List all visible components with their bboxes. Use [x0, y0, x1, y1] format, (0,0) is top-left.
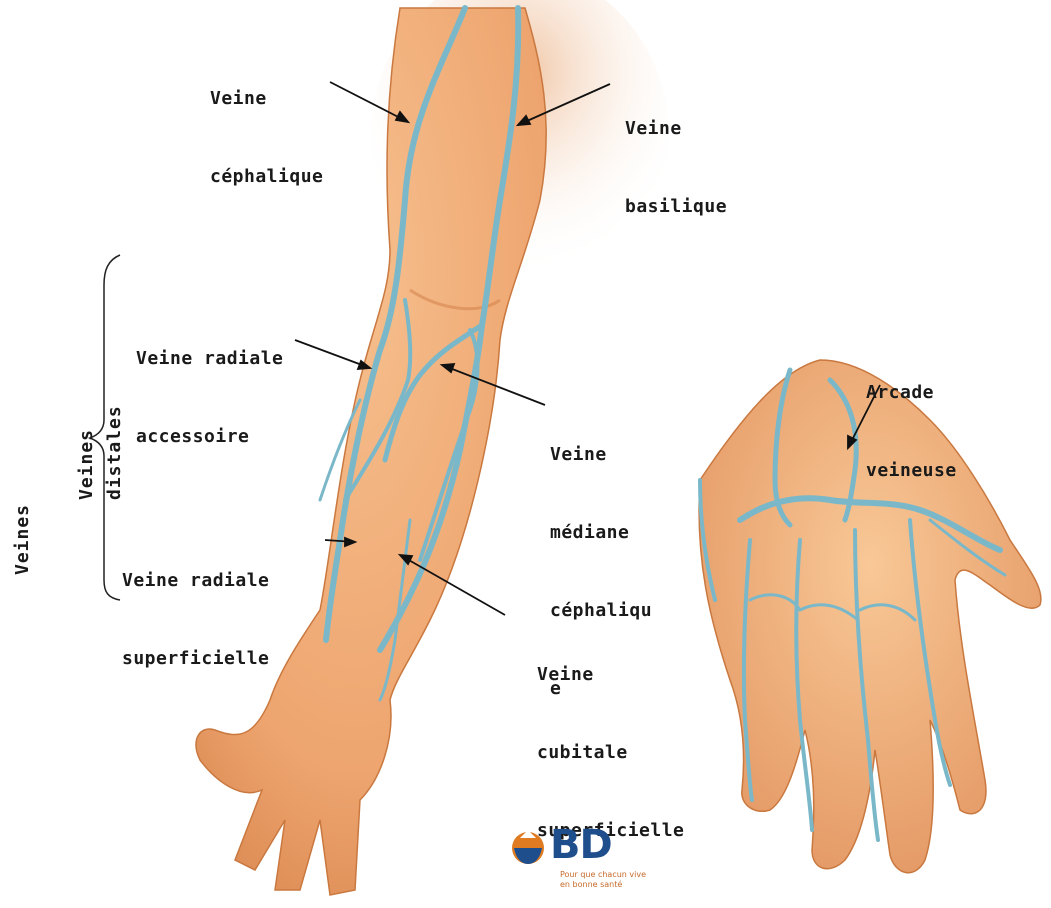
label-line: basilique [625, 194, 727, 220]
label-veines-distales-1: Veines [76, 429, 97, 500]
label-line: Veine radiale [122, 568, 269, 594]
label-arcade-veineuse: Arcade veineuse [866, 328, 957, 510]
label-line: Veine [550, 442, 652, 468]
label-veines-vertical: Veines [12, 504, 33, 575]
arrow-radiale-accessoire [295, 340, 370, 368]
label-line: Arcade [866, 380, 957, 406]
label-veine-basilique: Veine basilique [625, 64, 727, 246]
label-line: veineuse [866, 458, 957, 484]
label-line: accessoire [136, 424, 283, 450]
brand-logo: BD [550, 822, 612, 868]
label-line: Veine [625, 116, 727, 142]
label-line: Veine [210, 86, 323, 112]
label-line: Veine radiale [136, 346, 283, 372]
label-line: Veine [537, 662, 684, 688]
label-line: céphalique [210, 164, 323, 190]
label-line: médiane [550, 520, 652, 546]
label-line: superficielle [122, 646, 269, 672]
label-veines-distales-2: distales [104, 405, 125, 500]
label-line: cubitale [537, 740, 684, 766]
label-veine-radiale-accessoire: Veine radiale accessoire [136, 294, 283, 476]
label-veine-cephalique: Veine céphalique [210, 34, 323, 216]
label-veine-radiale-superficielle: Veine radiale superficielle [122, 516, 269, 698]
brand-tagline: Pour que chacun vive en bonne santé [560, 870, 650, 890]
